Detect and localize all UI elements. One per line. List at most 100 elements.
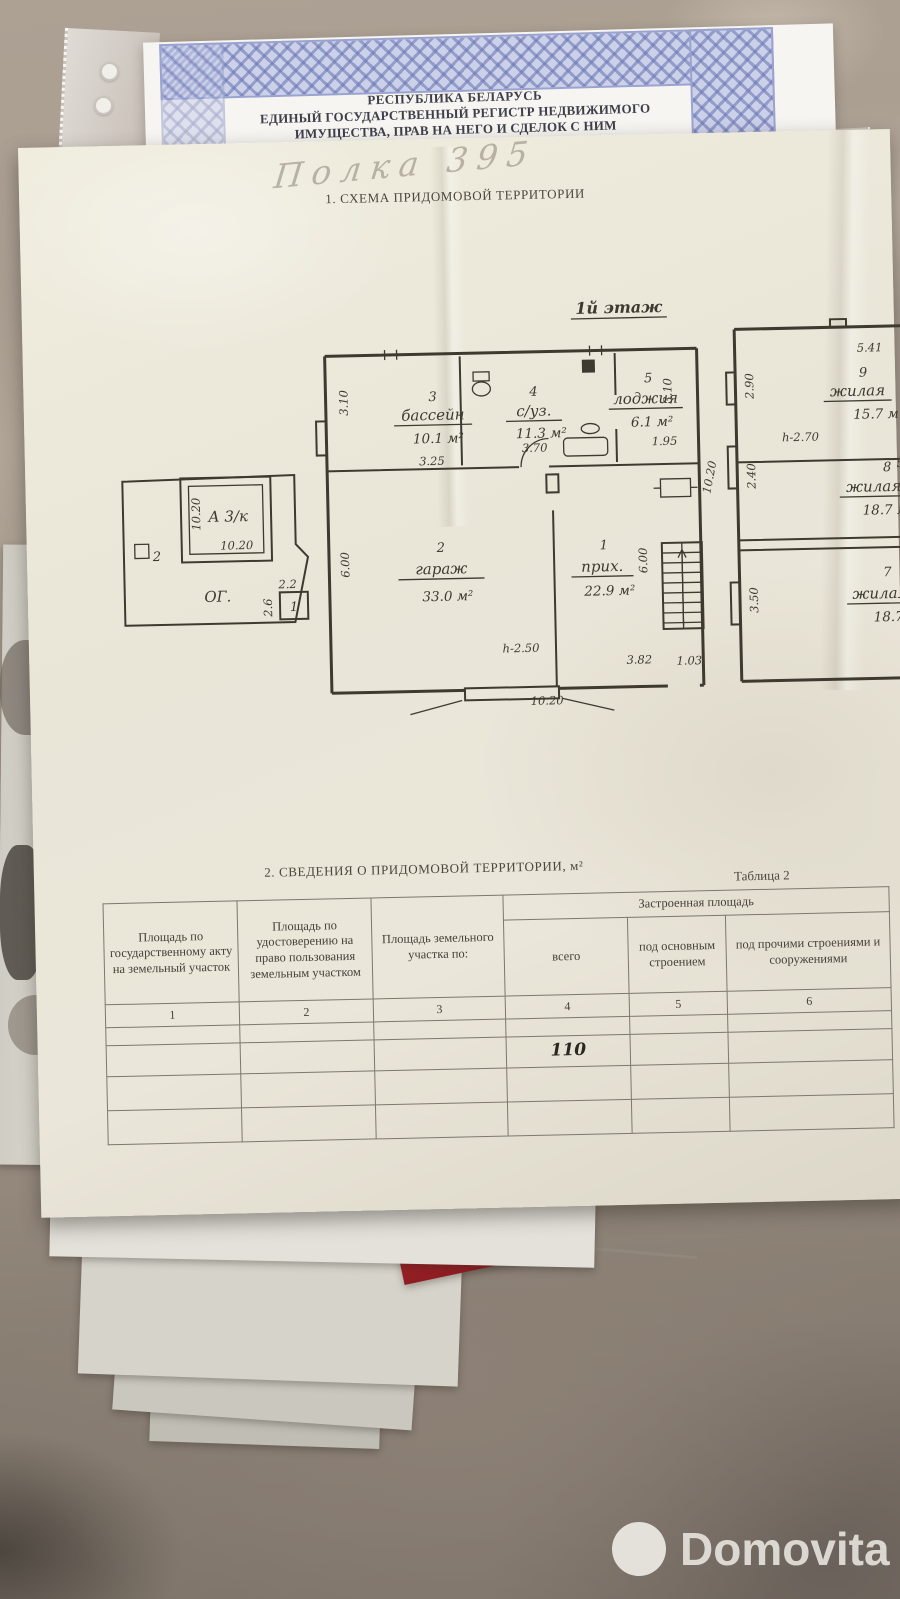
plumbing-fixtures xyxy=(471,359,698,498)
domovita-watermark: Domovita xyxy=(612,1522,890,1576)
room-name: лоджия xyxy=(613,389,678,408)
dim-label: h-2.50 xyxy=(502,641,539,656)
room-name: жилая xyxy=(852,584,900,603)
territory-table: Площадь по государственному акту на земе… xyxy=(102,886,895,1145)
table-cell xyxy=(506,1065,632,1103)
dim-label: 5.41 xyxy=(857,340,883,355)
dim-label: h-2.70 xyxy=(782,430,819,445)
room-number: 7 xyxy=(883,565,892,580)
site-dim: 2.2 xyxy=(277,577,297,591)
room-area: 15.7 м xyxy=(853,406,899,423)
table-cell xyxy=(106,1042,241,1077)
room-name: жилая xyxy=(830,381,886,400)
room-area: 11.3 м² xyxy=(516,425,567,442)
room-area: 33.0 м² xyxy=(422,588,473,605)
section2-title: 2. СВЕДЕНИЯ О ПРИДОМОВОЙ ТЕРРИТОРИИ, м² xyxy=(264,857,584,880)
table-cell xyxy=(107,1107,243,1145)
table-cell xyxy=(631,1097,731,1134)
table-subheader: под основным строением xyxy=(627,915,728,994)
site-dim: 10.20 xyxy=(189,498,204,531)
main-building-walls xyxy=(315,345,706,716)
washbasin xyxy=(580,422,600,435)
punch-hole xyxy=(100,62,119,81)
room-number: 3 xyxy=(428,390,437,405)
room-number: 1 xyxy=(600,538,609,553)
table-cell xyxy=(375,1102,509,1139)
table-cell xyxy=(241,1104,377,1142)
dim-label: 1.95 xyxy=(652,434,678,449)
dim-label: 3.10 xyxy=(336,390,351,416)
room-name: бассейн xyxy=(401,405,465,424)
room-name: гараж xyxy=(415,559,468,578)
table-cell xyxy=(106,1073,242,1111)
site-dim: 10.20 xyxy=(220,538,253,553)
room-number: 4 xyxy=(528,385,538,400)
site-dim: 2.6 xyxy=(261,598,275,618)
bathtub xyxy=(562,436,609,457)
toilet-bowl xyxy=(471,381,492,397)
table-cell xyxy=(507,1099,633,1137)
table-cell xyxy=(374,1068,508,1105)
dim-label: 3.70 xyxy=(522,441,548,456)
dim-label: 2.40 xyxy=(744,463,759,490)
dim-label: 5. xyxy=(896,456,900,470)
floor-label-underline xyxy=(570,316,667,320)
room-area: 22.9 м² xyxy=(583,583,635,600)
table-header: Площадь по удостоверению на право пользо… xyxy=(236,897,374,1002)
room-name: жилая xyxy=(846,477,900,496)
column-number: 5 xyxy=(629,991,728,1017)
room-name: прих. xyxy=(581,557,624,576)
column-number: 1 xyxy=(105,1001,240,1028)
site-building-label: А 3/к xyxy=(207,507,248,526)
dim-label: 6.00 xyxy=(338,552,353,578)
dim-label: 10.20 xyxy=(531,693,564,708)
toilet-tank xyxy=(472,371,490,382)
table-subheader: всего xyxy=(503,917,630,997)
tech-passport-page: Полка 395 1. СХЕМА ПРИДОМОВОЙ ТЕРРИТОРИИ… xyxy=(18,128,900,1218)
column-number: 3 xyxy=(373,996,506,1022)
room-area: 10.1 м² xyxy=(413,430,464,447)
stove-symbol xyxy=(659,477,692,498)
room-number: 8 xyxy=(883,460,892,475)
column-number: 4 xyxy=(505,993,630,1020)
room-area: 18.7 м xyxy=(873,608,900,625)
dim-label: 3.25 xyxy=(419,454,445,469)
dim-label: 10.20 xyxy=(699,460,719,495)
site-garden-label: ОГ. xyxy=(204,587,231,606)
staircase xyxy=(660,541,705,631)
table-cell xyxy=(629,1014,728,1035)
site-sketch xyxy=(121,474,310,627)
floor-plan-drawing: 1й этаж xyxy=(121,297,900,716)
site-object1-label: 1 xyxy=(290,600,299,615)
punch-hole xyxy=(94,96,113,115)
right-building-walls xyxy=(725,317,900,683)
table-cell xyxy=(630,1063,730,1100)
table-cell xyxy=(374,1037,507,1071)
room-name: с/уз. xyxy=(516,401,551,420)
site-object2-label: 2 xyxy=(152,550,162,565)
dim-label: 3.82 xyxy=(626,652,652,667)
room-number: 9 xyxy=(859,366,868,381)
dim-label: 2.90 xyxy=(742,373,757,400)
floor-label: 1й этаж xyxy=(575,297,663,318)
table-cell xyxy=(629,1032,729,1066)
table-cell xyxy=(727,1028,893,1064)
dim-label: 3.10 xyxy=(660,378,675,404)
dim-label: 6.00 xyxy=(636,548,651,574)
room-area: 18.7 м² xyxy=(862,502,900,519)
table-cell xyxy=(240,1039,375,1074)
table-header: Площадь по государственному акту на земе… xyxy=(103,900,240,1005)
flue-symbol xyxy=(581,359,596,373)
table-cell xyxy=(729,1093,895,1132)
dim-label: 1.03 xyxy=(676,653,702,668)
room-area: 6.1 м² xyxy=(631,414,674,431)
room-number: 5 xyxy=(644,371,653,386)
table-cell xyxy=(240,1070,376,1108)
table-caption: Таблица 2 xyxy=(733,867,790,884)
table-cell-value: 110 xyxy=(506,1034,631,1069)
table-header: Площадь земельного участка по: xyxy=(370,895,506,999)
table-cell xyxy=(728,1059,894,1098)
table-subheader: под прочими строениями и сооружениями xyxy=(725,911,892,992)
column-number: 2 xyxy=(239,998,374,1025)
